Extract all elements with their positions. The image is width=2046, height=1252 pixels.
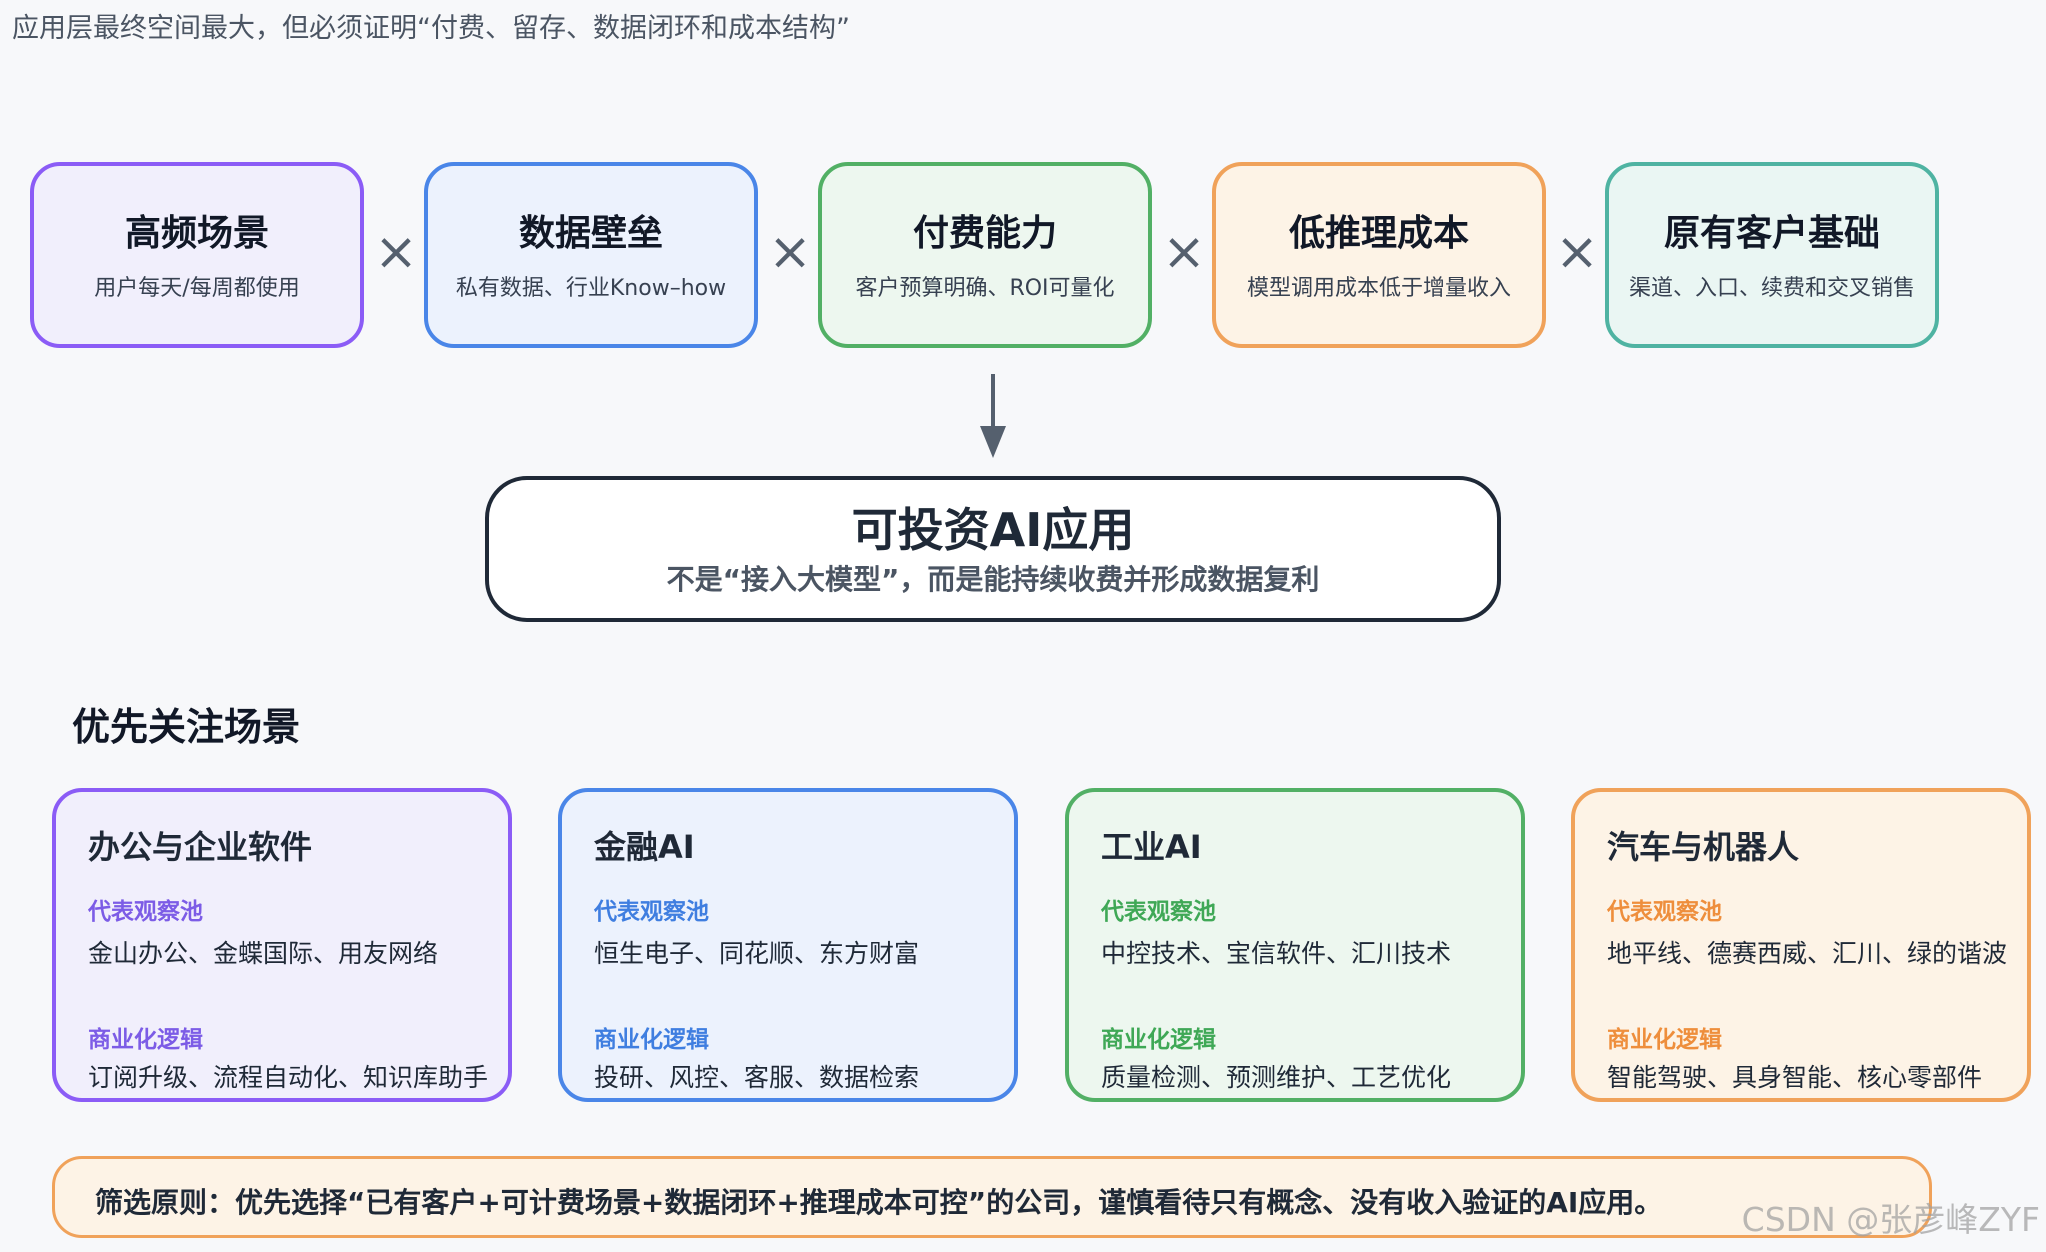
- scene-card-office-software: 办公与企业软件 代表观察池 金山办公、金蝶国际、用友网络 商业化逻辑 订阅升级、…: [52, 788, 512, 1102]
- times-operator: ×: [374, 222, 418, 282]
- factor-title: 原有客户基础: [1663, 213, 1880, 254]
- pool-text: 金山办公、金蝶国际、用友网络: [88, 939, 439, 968]
- pool-text: 恒生电子、同花顺、东方财富: [594, 939, 920, 968]
- pool-label: 代表观察池: [1101, 899, 1216, 925]
- pool-label: 代表观察池: [88, 899, 203, 925]
- logic-label: 商业化逻辑: [1607, 1027, 1722, 1053]
- logic-text: 智能驾驶、具身智能、核心零部件: [1607, 1063, 1983, 1092]
- down-arrow-icon: [980, 374, 1006, 458]
- logic-label: 商业化逻辑: [1101, 1027, 1216, 1053]
- factor-subtitle: 用户每天/每周都使用: [94, 276, 300, 301]
- scene-card-auto-robotics: 汽车与机器人 代表观察池 地平线、德赛西威、汇川、绿的谐波 商业化逻辑 智能驾驶…: [1571, 788, 2031, 1102]
- factor-payment-ability: 付费能力 客户预算明确、ROI可量化: [818, 162, 1152, 348]
- times-operator: ×: [1162, 222, 1206, 282]
- factor-subtitle: 客户预算明确、ROI可量化: [855, 276, 1115, 301]
- factor-subtitle: 模型调用成本低于增量收入: [1246, 276, 1511, 301]
- logic-text: 投研、风控、客服、数据检索: [594, 1063, 920, 1092]
- section-title: 优先关注场景: [72, 705, 301, 749]
- scene-card-finance-ai: 金融AI 代表观察池 恒生电子、同花顺、东方财富 商业化逻辑 投研、风控、客服、…: [558, 788, 1018, 1102]
- logic-label: 商业化逻辑: [88, 1027, 203, 1053]
- factor-data-moat: 数据壁垒 私有数据、行业Know–how: [424, 162, 758, 348]
- pool-text: 中控技术、宝信软件、汇川技术: [1101, 939, 1452, 968]
- scene-title: 办公与企业软件: [88, 828, 313, 866]
- principle-text: 筛选原则：优先选择“已有客户+可计费场景+数据闭环+推理成本可控”的公司，谨慎看…: [95, 1186, 1663, 1219]
- scene-card-industrial-ai: 工业AI 代表观察池 中控技术、宝信软件、汇川技术 商业化逻辑 质量检测、预测维…: [1065, 788, 1525, 1102]
- scene-title: 金融AI: [594, 828, 695, 866]
- factor-low-inference-cost: 低推理成本 模型调用成本低于增量收入: [1212, 162, 1546, 348]
- factor-subtitle: 渠道、入口、续费和交叉销售: [1628, 276, 1915, 301]
- result-subtitle: 不是“接入大模型”，而是能持续收费并形成数据复利: [666, 563, 1320, 596]
- top-note: 应用层最终空间最大，但必须证明“付费、留存、数据闭环和成本结构”: [12, 13, 850, 44]
- scene-title: 汽车与机器人: [1607, 828, 1800, 866]
- investable-ai-app-box: 可投资AI应用 不是“接入大模型”，而是能持续收费并形成数据复利: [485, 476, 1501, 622]
- factor-title: 数据壁垒: [518, 213, 663, 254]
- factor-title: 低推理成本: [1288, 213, 1469, 254]
- watermark: CSDN @张彦峰ZYF: [1741, 1200, 2040, 1239]
- factor-subtitle: 私有数据、行业Know–how: [455, 276, 727, 301]
- logic-label: 商业化逻辑: [594, 1027, 709, 1053]
- result-title: 可投资AI应用: [851, 503, 1135, 557]
- times-operator: ×: [1555, 222, 1599, 282]
- times-operator: ×: [768, 222, 812, 282]
- factor-high-frequency: 高频场景 用户每天/每周都使用: [30, 162, 364, 348]
- pool-text: 地平线、德赛西威、汇川、绿的谐波: [1607, 939, 2008, 968]
- logic-text: 质量检测、预测维护、工艺优化: [1101, 1063, 1452, 1092]
- factor-customer-base: 原有客户基础 渠道、入口、续费和交叉销售: [1605, 162, 1939, 348]
- factor-title: 付费能力: [912, 213, 1057, 254]
- logic-text: 订阅升级、流程自动化、知识库助手: [88, 1063, 489, 1092]
- scene-title: 工业AI: [1101, 828, 1202, 866]
- factor-title: 高频场景: [124, 213, 269, 254]
- pool-label: 代表观察池: [1607, 899, 1722, 925]
- screening-principle-box: 筛选原则：优先选择“已有客户+可计费场景+数据闭环+推理成本可控”的公司，谨慎看…: [52, 1156, 1932, 1238]
- pool-label: 代表观察池: [594, 899, 709, 925]
